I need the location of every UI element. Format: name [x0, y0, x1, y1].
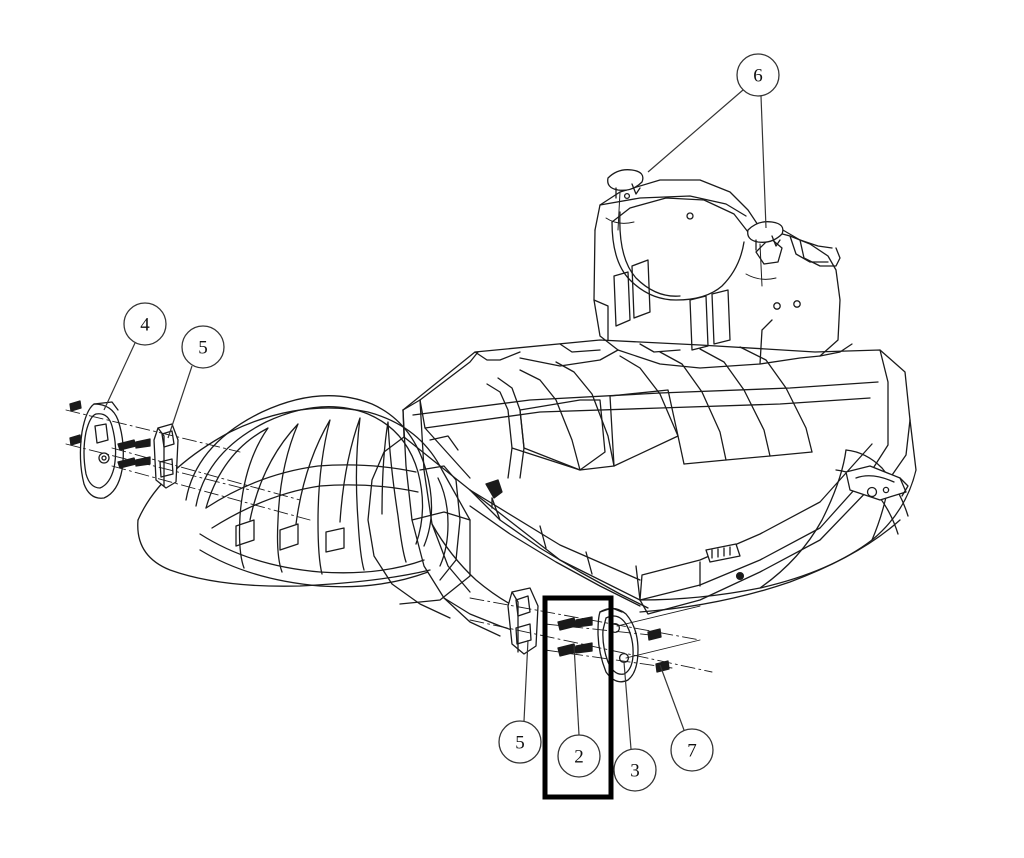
part-6-oval-cap-plug-right [747, 221, 784, 251]
callout-2[interactable]: 2 [557, 734, 601, 778]
highlight-rect-part-2 [542, 595, 614, 800]
callout-4[interactable]: 4 [123, 302, 167, 346]
callout-3[interactable]: 3 [613, 748, 657, 792]
leader-5-upper [167, 365, 193, 439]
plug-insertion-guides [605, 191, 777, 287]
part-4-teardrop-bracket [79, 401, 124, 499]
callout-7[interactable]: 7 [670, 728, 714, 772]
leader-5-lower [523, 639, 529, 722]
part-5-angled-bracket-lower [507, 587, 539, 655]
lower-assembly-centerlines [469, 597, 713, 673]
leader-6-a [647, 89, 744, 173]
callout-5-lower[interactable]: 5 [498, 720, 542, 764]
part-5-angled-bracket-upper [153, 423, 179, 489]
callout-5-upper[interactable]: 5 [181, 325, 225, 369]
leader-3 [623, 661, 632, 750]
leader-4 [103, 342, 136, 411]
upper-exploded-bolts [69, 400, 151, 469]
leader-7 [659, 664, 685, 731]
callout-6[interactable]: 6 [736, 53, 780, 97]
rear-quarter-panel [635, 419, 917, 613]
drawing-linework [65, 169, 917, 683]
leader-6-b [760, 95, 767, 229]
rear-shelf-structure [519, 179, 853, 369]
part-6-oval-cap-plug-left [607, 169, 644, 199]
callout-leader-lines [103, 89, 767, 750]
left-rear-inner-structure [367, 399, 649, 637]
fastener-pointer-lines [616, 605, 701, 659]
leader-2 [573, 644, 580, 736]
upper-assembly-centerlines [65, 409, 311, 521]
